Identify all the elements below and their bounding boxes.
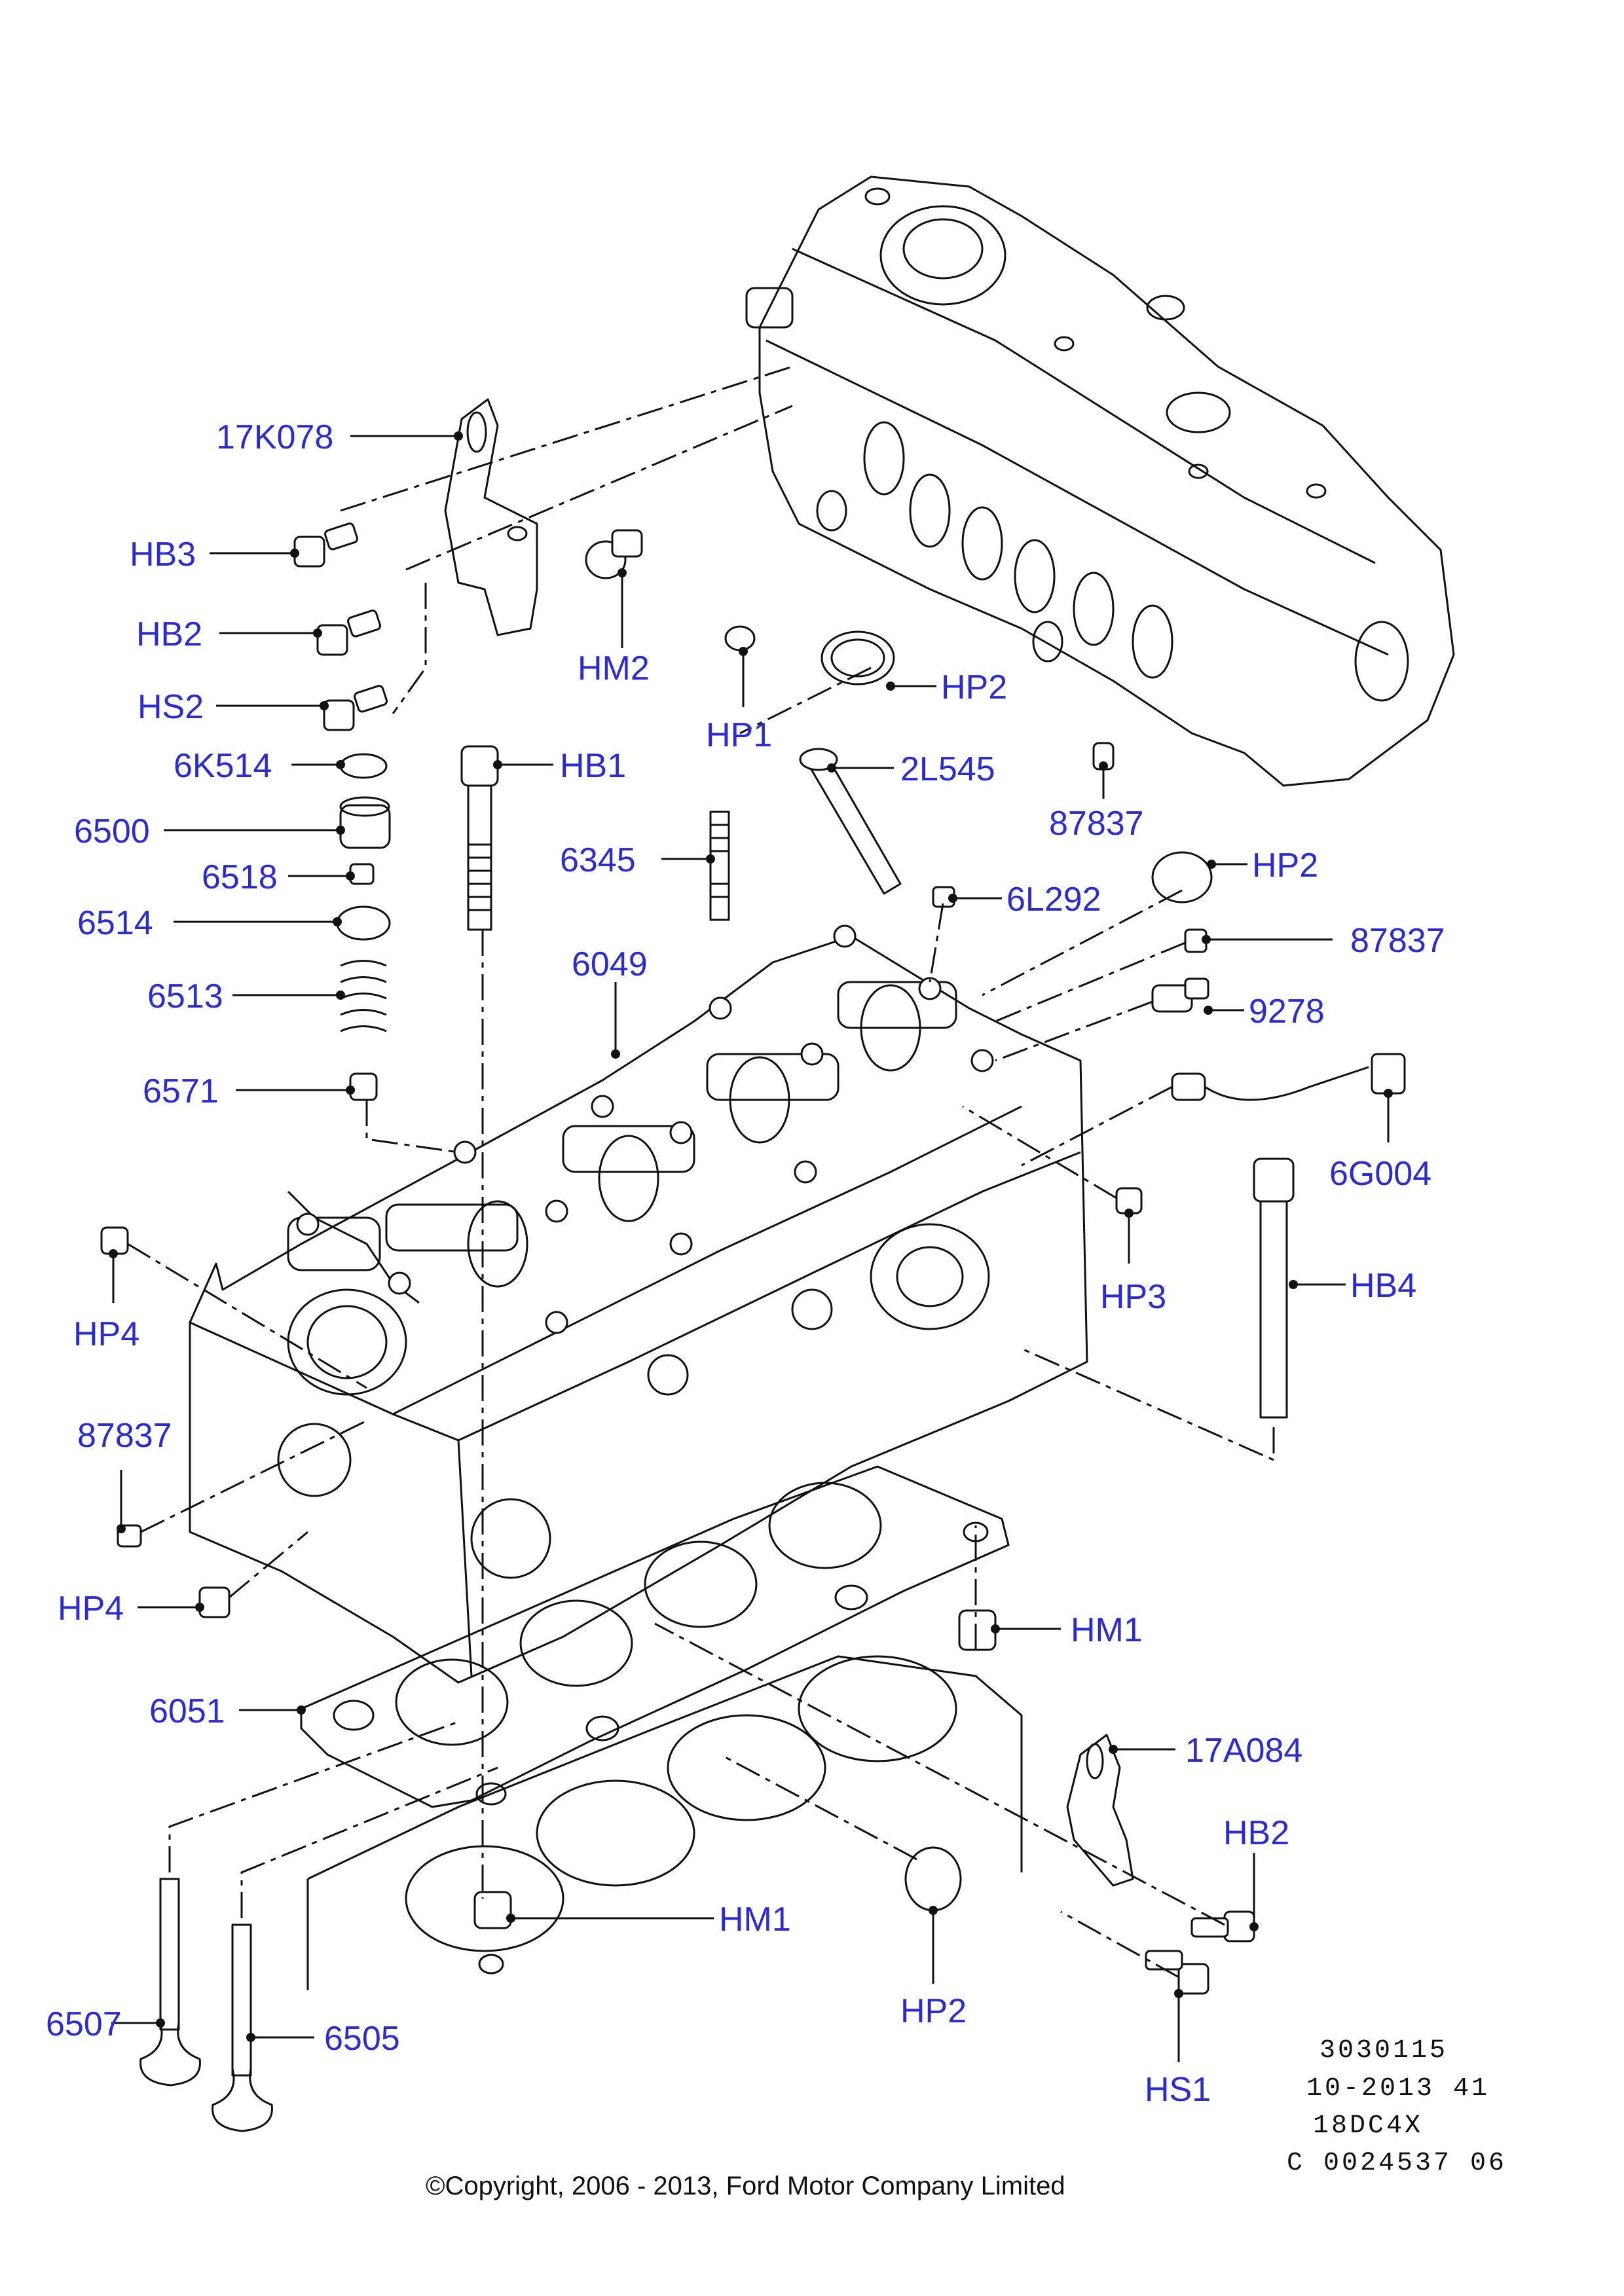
callout-labels: 17K078 HB3 HB2 HS2 HM2 HP1 HP2 6K514 HB1… — [46, 418, 1445, 2109]
stud-6345 — [709, 811, 730, 921]
rocker-cover-assembly — [745, 175, 1455, 787]
callout-2l545: 2L545 — [900, 750, 995, 788]
callout-hp3: HP3 — [1100, 1278, 1166, 1316]
copyright-notice: ©Copyright, 2006 - 2013, Ford Motor Comp… — [426, 2172, 1065, 2200]
reference-line-2: 10-2013 41 — [1306, 2074, 1490, 2104]
callout-6k514: 6K514 — [174, 747, 272, 785]
head-bolt-hb1 — [460, 745, 499, 931]
callout-hs2: HS2 — [138, 688, 204, 726]
line-art — [100, 175, 1455, 2132]
callout-6518: 6518 — [202, 858, 278, 896]
sensors-right — [932, 851, 1406, 1101]
callout-hb2-top: HB2 — [136, 615, 202, 653]
valve-train-parts — [336, 753, 391, 1101]
callout-6507: 6507 — [46, 2005, 122, 2043]
callout-87837-top: 87837 — [1049, 805, 1144, 843]
callout-leaders — [109, 431, 1393, 2062]
callout-6514: 6514 — [77, 904, 153, 942]
callout-6505: 6505 — [324, 2020, 400, 2058]
bolts-left — [293, 522, 388, 731]
callout-17k078: 17K078 — [216, 418, 333, 456]
reference-block: 3030115 10-2013 41 18DC4X C 0024537 06 — [1287, 2036, 1507, 2178]
assembly-lines — [127, 365, 1275, 1978]
reference-line-3: 18DC4X — [1313, 2111, 1423, 2141]
callout-6500: 6500 — [74, 812, 150, 850]
callout-17a084: 17A084 — [1185, 1732, 1302, 1770]
callout-hp4-bottom: HP4 — [58, 1590, 124, 1628]
callout-hp2-bottom: HP2 — [900, 1992, 967, 2030]
callout-9278: 9278 — [1249, 993, 1325, 1030]
plugs-top — [585, 529, 1115, 771]
callout-hb4: HB4 — [1350, 1267, 1416, 1305]
callout-hm1-bottom: HM1 — [719, 1901, 791, 1939]
head-bolt-hb4 — [1253, 1157, 1295, 1419]
callout-hb3: HB3 — [130, 536, 196, 574]
callout-6l292: 6L292 — [1006, 881, 1101, 919]
callout-87837-left: 87837 — [77, 1417, 172, 1455]
valves — [139, 1878, 273, 2132]
bracket-17k078 — [444, 398, 538, 636]
shaft-2l545 — [799, 748, 902, 895]
dowels-hm1 — [473, 1609, 997, 1929]
callout-6g004: 6G004 — [1329, 1155, 1431, 1193]
callout-6513: 6513 — [147, 977, 223, 1015]
callout-hm1-right: HM1 — [1071, 1611, 1143, 1649]
callout-6049: 6049 — [572, 945, 648, 983]
callout-hb1: HB1 — [560, 747, 626, 785]
callout-87837-right: 87837 — [1350, 922, 1445, 960]
plugs-side — [100, 1187, 1143, 1618]
callout-hp4-left: HP4 — [73, 1315, 139, 1353]
head-gasket — [300, 1465, 1010, 1808]
callout-hp2-right: HP2 — [1252, 847, 1318, 884]
callout-hp2-top: HP2 — [941, 668, 1007, 706]
callout-6051: 6051 — [149, 1692, 225, 1730]
callout-hs1: HS1 — [1145, 2071, 1211, 2109]
callout-hb2-bottom: HB2 — [1223, 1814, 1289, 1852]
callout-hp1: HP1 — [706, 716, 772, 754]
cylinder-head — [189, 924, 1088, 1684]
bracket-17a084 — [1066, 1734, 1255, 1995]
reference-line-4: C 0024537 06 — [1287, 2149, 1507, 2178]
reference-line-1: 3030115 — [1320, 2036, 1448, 2066]
block-outline — [306, 1655, 1023, 1990]
callout-hm2: HM2 — [578, 649, 650, 687]
callout-6571: 6571 — [143, 1072, 219, 1110]
callout-6345: 6345 — [560, 841, 636, 879]
